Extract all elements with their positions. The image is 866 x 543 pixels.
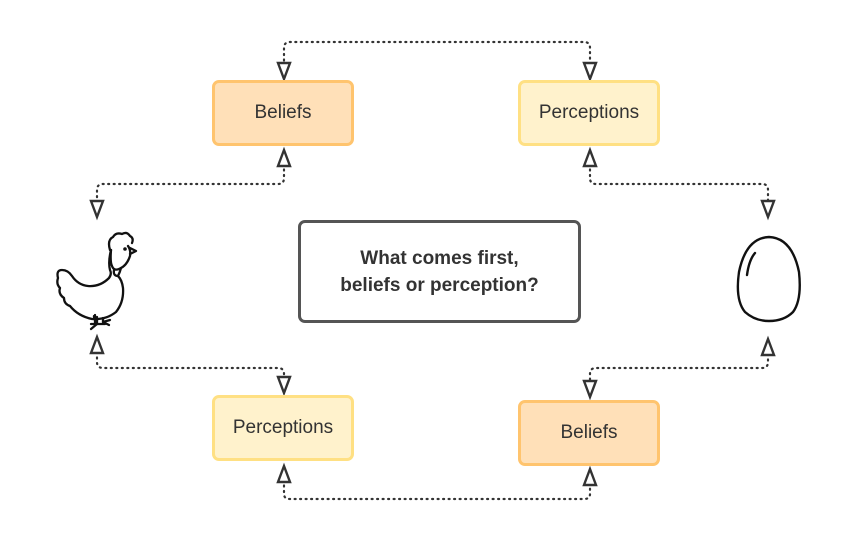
node-beliefs-top[interactable]: Beliefs [212,80,354,146]
egg-icon [736,235,801,323]
arrow-head-icon [276,375,292,397]
node-perceptions-bottom[interactable]: Perceptions [212,395,354,461]
arrow-head-icon [276,462,292,484]
connector-right-top [582,146,776,221]
arrow-head-icon [582,146,598,168]
arrow-head-icon [582,61,598,83]
arrow-head-icon [582,379,598,401]
connector-left-bottom [89,333,292,397]
arrow-head-icon [89,199,105,221]
arrow-head-icon [582,465,598,487]
node-label: Beliefs [254,102,312,123]
connector-right-bottom [582,335,776,401]
arrow-head-icon [276,61,292,83]
node-label: Beliefs [560,422,618,443]
arrow-head-icon [89,333,105,355]
connector-bottom [276,462,598,501]
question-line-2: beliefs or perception? [340,274,539,296]
chicken-eye-icon [123,247,127,251]
connector-left-top [89,146,292,221]
node-beliefs-bottom[interactable]: Beliefs [518,400,660,466]
node-perceptions-top[interactable]: Perceptions [518,80,660,146]
arrow-head-icon [760,335,776,357]
node-label: Perceptions [232,417,334,438]
question-line-1: What comes first, [360,247,519,269]
arrow-head-icon [760,199,776,221]
chicken-icon [56,231,138,331]
connector-top [276,40,598,83]
central-question-box[interactable]: What comes first, beliefs or perception? [298,220,581,323]
node-label: Perceptions [538,102,640,123]
question-text: What comes first, beliefs or perception? [340,245,538,299]
arrow-head-icon [276,146,292,168]
